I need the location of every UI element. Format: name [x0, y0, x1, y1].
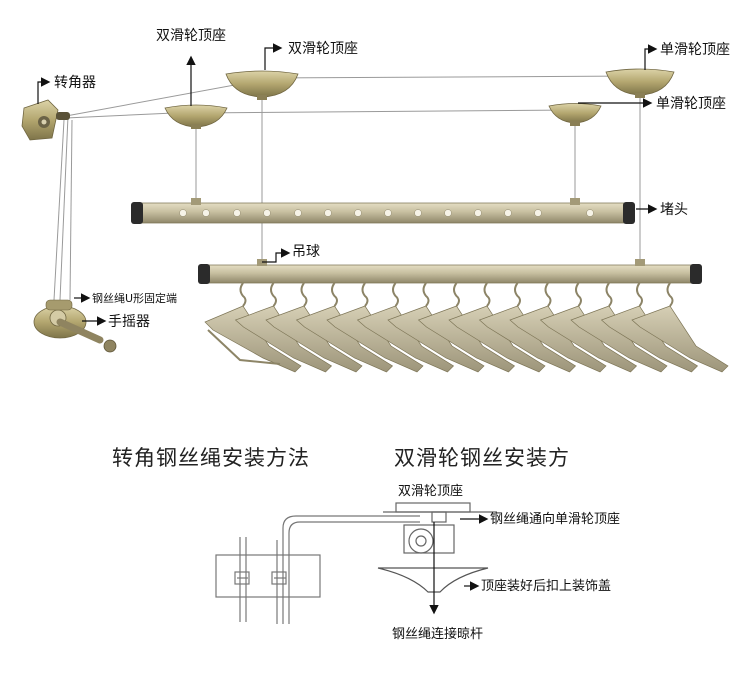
label-schematic-cover: 顶座装好后扣上装饰盖 — [481, 579, 612, 594]
hanger — [356, 282, 455, 373]
crank-handle — [33, 299, 117, 353]
single-pulley-seat-1 — [605, 68, 675, 98]
title-corner-method: 转角钢丝绳安装方法 — [112, 446, 310, 470]
hanger — [387, 282, 485, 373]
title-pulley-method: 双滑轮钢丝安装方 — [394, 446, 570, 470]
hanger — [478, 282, 577, 373]
hanger — [631, 282, 729, 373]
clothes-hangers — [204, 282, 729, 373]
label-single-pulley-seat-1: 单滑轮顶座 — [660, 42, 730, 58]
double-pulley-seat-2 — [164, 104, 228, 129]
single-pulley-seat-2 — [548, 103, 602, 126]
label-end-cap: 堵头 — [660, 202, 688, 218]
corner-device — [21, 99, 70, 141]
hanger — [234, 282, 333, 373]
label-corner-device: 转角器 — [54, 75, 96, 91]
label-single-pulley-seat-2: 单滑轮顶座 — [656, 96, 726, 112]
hanger — [417, 282, 516, 373]
pulley-schematic-arrows — [429, 514, 489, 615]
label-hanging-ball: 吊球 — [292, 244, 320, 260]
upper-drying-rod — [131, 198, 635, 224]
label-schematic-double-pulley: 双滑轮顶座 — [398, 484, 464, 499]
hanger — [295, 282, 394, 373]
hanger — [600, 282, 699, 373]
hanger — [539, 282, 638, 373]
label-arrows — [37, 43, 658, 326]
hanger — [570, 282, 668, 373]
hanger — [448, 282, 546, 373]
hanger — [204, 282, 302, 373]
label-schematic-connect: 钢丝绳连接晾杆 — [392, 627, 484, 642]
label-schematic-to-single: 钢丝绳通向单滑轮顶座 — [490, 512, 621, 527]
double-pulley-seat-1 — [225, 70, 299, 100]
hanger — [265, 282, 363, 373]
lower-drying-rod — [198, 259, 702, 284]
hanger — [326, 282, 424, 373]
corner-schematic — [215, 515, 420, 624]
label-u-clamp: 钢丝绳U形固定端 — [92, 292, 178, 305]
label-crank: 手摇器 — [108, 314, 150, 330]
pulley-schematic — [377, 502, 497, 593]
label-double-pulley-seat-2: 双滑轮顶座 — [288, 41, 358, 57]
label-double-pulley-seat-1: 双滑轮顶座 — [156, 28, 226, 44]
steel-wires — [53, 75, 641, 301]
hanger — [509, 282, 607, 373]
hanger-crossbar — [207, 329, 281, 365]
